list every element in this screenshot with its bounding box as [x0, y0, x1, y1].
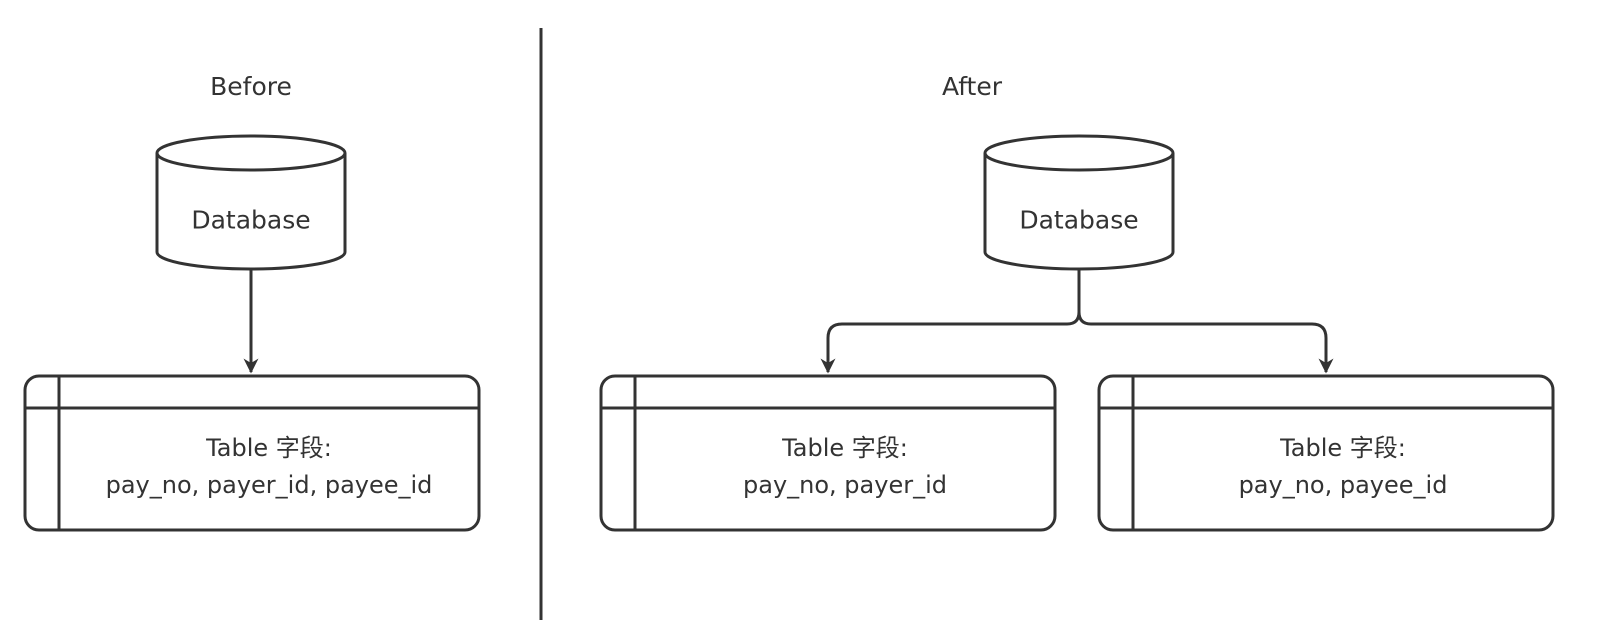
after-table-1-shape: [599, 374, 1057, 532]
before-database-cylinder: [155, 134, 347, 271]
after-database-cylinder: [983, 134, 1175, 271]
after-table-2-text: Table 字段: pay_no, payee_id: [1239, 430, 1448, 504]
before-table-shape: [23, 374, 481, 532]
after-table-1-text: Table 字段: pay_no, payer_id: [743, 430, 947, 504]
after-title: After: [941, 72, 1003, 101]
before-title: Before: [210, 72, 292, 101]
after-table-2-fields: pay_no, payee_id: [1238, 471, 1448, 499]
after-table-1-fields: pay_no, payer_id: [743, 471, 947, 499]
after-database-label: Database: [1019, 205, 1139, 235]
before-table-fields: pay_no, payer_id, payee_id: [105, 471, 433, 499]
after-branch-connector: [820, 270, 1334, 374]
after-table-2-heading: Table 字段:: [1280, 434, 1406, 462]
after-table-2-shape: [1097, 374, 1555, 532]
after-table-1-heading: Table 字段:: [782, 434, 908, 462]
before-database-label: Database: [191, 205, 311, 235]
before-table-heading: Table 字段:: [206, 434, 332, 462]
before-table-text: Table 字段: pay_no, payer_id, payee_id: [106, 430, 433, 504]
